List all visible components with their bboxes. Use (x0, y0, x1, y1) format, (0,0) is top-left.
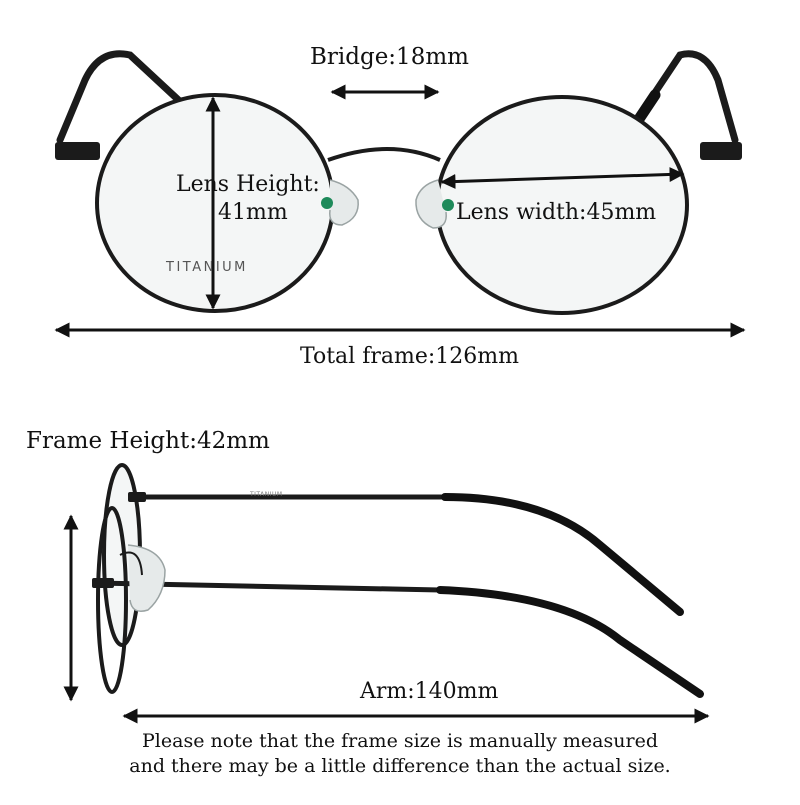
disclaimer-line-2: and there may be a little difference tha… (129, 755, 671, 777)
lens-height-label: Lens Height: (176, 172, 320, 197)
lens-width-label: Lens width:45mm (456, 200, 657, 225)
bridge-label: Bridge:18mm (310, 44, 469, 70)
side-upper-hinge (128, 492, 146, 502)
frame-height-label: Frame Height:42mm (26, 428, 270, 454)
right-nose-pad (415, 179, 454, 229)
arm-label: Arm:140mm (360, 679, 499, 704)
front-view (54, 50, 746, 338)
total-frame-label: Total frame:126mm (300, 344, 519, 369)
side-upper-temple (132, 494, 668, 601)
left-end-piece (55, 142, 100, 160)
lens-engraving: TITANIUM (166, 260, 248, 275)
disclaimer-line-1: Please note that the frame size is manua… (142, 730, 658, 752)
lens-height-value: 41mm (218, 200, 288, 225)
right-temple (626, 50, 739, 144)
left-nose-pad (321, 179, 359, 226)
bridge-bar (327, 147, 441, 162)
side-nose-pad (119, 544, 166, 612)
side-front-rim (96, 506, 128, 694)
side-lower-hinge (92, 578, 114, 588)
temple-engraving: TITANIUM (250, 491, 283, 498)
side-upper-temple-tip (441, 493, 684, 616)
side-lower-temple (92, 580, 698, 693)
right-end-piece (700, 142, 742, 160)
side-view (63, 463, 710, 724)
left-temple (56, 50, 204, 144)
left-lens (95, 93, 335, 313)
lens-width-arrow (440, 166, 685, 190)
side-lower-temple-tip (436, 586, 704, 698)
